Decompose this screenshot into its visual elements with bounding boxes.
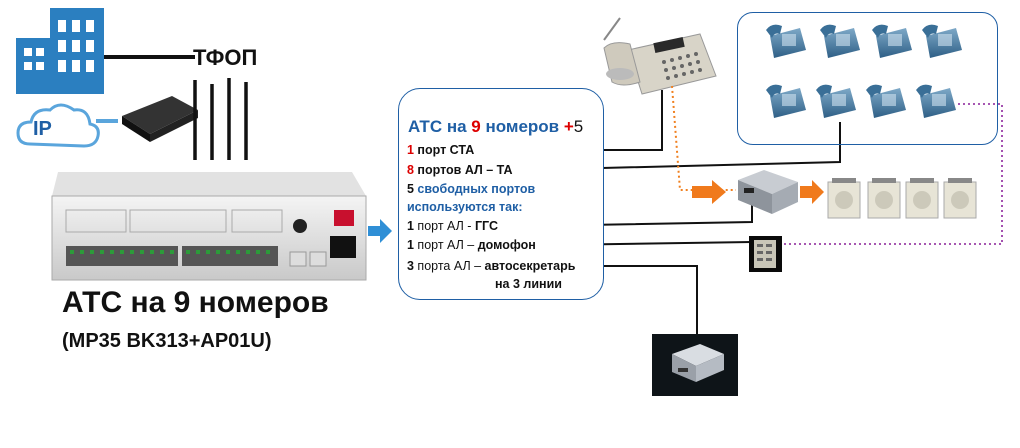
pbx-title: АТС на 9 номеров [62, 286, 329, 319]
ip-label: IP [33, 118, 52, 140]
orange-arrow-icon [692, 180, 726, 204]
orange-arrow-icon [800, 180, 824, 204]
purple-dotted-line [784, 103, 1003, 245]
phones-box-frame [737, 12, 998, 145]
blue-arrow-icon [368, 219, 392, 243]
info-line-3: 5 свободных портов [407, 182, 536, 196]
pbx-device-icon [51, 172, 367, 281]
info-line-4: используются так: [407, 200, 523, 214]
orange-dotted-line [671, 85, 736, 191]
tfop-lines [193, 78, 248, 160]
info-box-frame [398, 88, 604, 300]
phone-icon [922, 24, 962, 58]
system-phone-icon [603, 17, 717, 95]
phones-group [766, 24, 962, 118]
pbx-model: (MP35 BK313+AP01U) [62, 330, 272, 352]
auto-attendant-icon [652, 334, 738, 396]
phone-icon [766, 24, 806, 58]
info-line-6: 1 порт АЛ – домофон [407, 238, 536, 252]
phone-icon [872, 24, 912, 58]
info-line-8: на 3 линии [495, 277, 562, 291]
router-icon [122, 96, 198, 142]
info-line-2: 8 портов АЛ – ТА [407, 163, 513, 177]
building-icon [16, 8, 104, 94]
phone-icon [766, 84, 806, 118]
phone-icon [816, 84, 856, 118]
tfop-label: ТФОП [193, 45, 258, 70]
info-line-5: 1 порт АЛ - ГГС [407, 219, 498, 233]
cloud-icon [16, 103, 100, 148]
phone-icon [916, 84, 956, 118]
intercom-panel-icon [749, 236, 782, 272]
speaker-icon [827, 178, 977, 219]
phone-icon [820, 24, 860, 58]
phone-icon [866, 84, 906, 118]
info-line-1: 1 порт СТА [407, 143, 475, 157]
amplifier-icon [738, 170, 798, 214]
info-box-title: АТС на 9 номеров +5 [408, 117, 584, 136]
info-line-7: 3 порта АЛ – автосекретарь [407, 259, 576, 273]
